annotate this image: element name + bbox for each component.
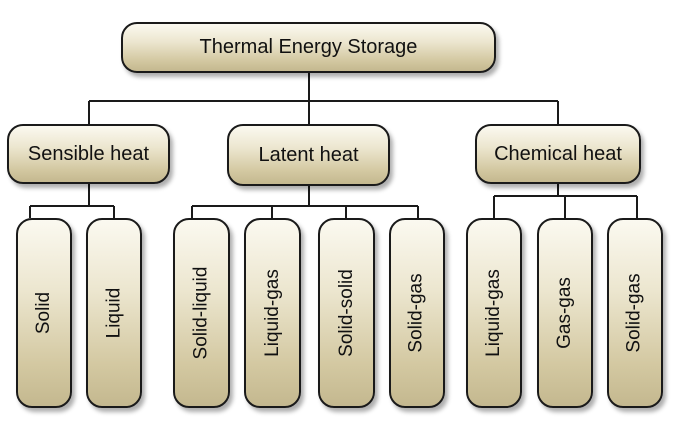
leaf-node-latent-liquid-gas: Liquid-gas <box>244 218 301 408</box>
leaf-node-chemical-liquid-gas: Liquid-gas <box>466 218 522 408</box>
leaf-label: Solid-solid <box>335 269 357 357</box>
leaf-node-liquid: Liquid <box>86 218 142 408</box>
leaf-node-solid-solid: Solid-solid <box>318 218 375 408</box>
category-node-latent-heat: Latent heat <box>227 124 390 186</box>
leaf-label: Solid-gas <box>406 273 427 353</box>
leaf-node-gas-gas: Gas-gas <box>537 218 593 408</box>
leaf-label: Solid <box>33 291 54 335</box>
category-node-chemical-heat: Chemical heat <box>475 124 641 184</box>
root-label: Thermal Energy Storage <box>199 36 418 58</box>
leaf-node-chemical-solid-gas: Solid-gas <box>607 218 663 408</box>
leaf-label: Liquid <box>103 287 124 339</box>
category-node-sensible-heat: Sensible heat <box>7 124 170 184</box>
leaf-label: Liquid-gas <box>261 269 283 357</box>
leaf-label: Solid-gas <box>624 273 645 353</box>
category-label: Latent heat <box>258 143 359 166</box>
leaf-label: Gas-gas <box>554 277 575 349</box>
leaf-label: Solid-liquid <box>190 266 212 360</box>
leaf-node-latent-solid-gas: Solid-gas <box>389 218 445 408</box>
leaf-node-solid: Solid <box>16 218 72 408</box>
category-label: Chemical heat <box>494 142 622 165</box>
category-label: Sensible heat <box>27 142 150 165</box>
leaf-label: Liquid-gas <box>483 269 505 357</box>
leaf-node-solid-liquid: Solid-liquid <box>173 218 230 408</box>
root-node: Thermal Energy Storage <box>121 22 496 73</box>
